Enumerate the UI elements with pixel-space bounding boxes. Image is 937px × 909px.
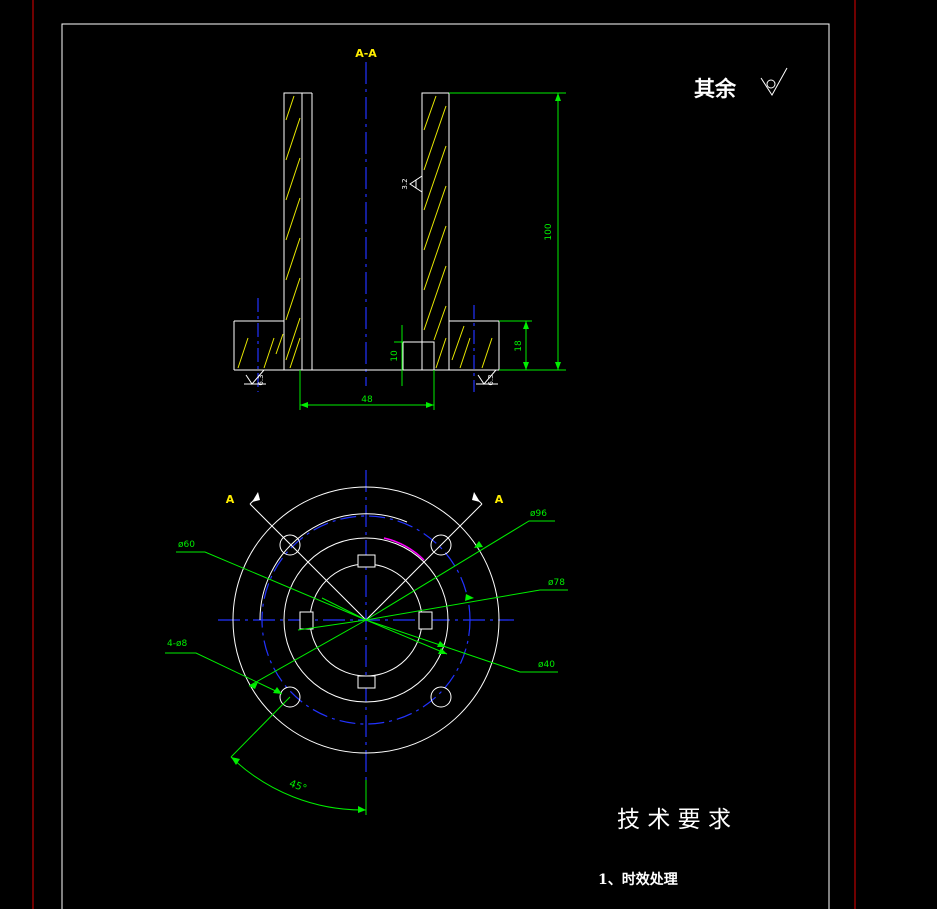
section-dimensions bbox=[299, 92, 566, 410]
roughness-value-flange-right: 6.3 bbox=[487, 374, 495, 385]
tech-req-title: 技 术 要 求 bbox=[617, 807, 731, 833]
dim-bore-width: 48 bbox=[361, 395, 373, 405]
highlight-arc bbox=[383, 537, 425, 561]
roughness-symbol-bore bbox=[409, 175, 423, 193]
plan-leaders bbox=[165, 520, 568, 815]
bolt-circle bbox=[261, 515, 471, 725]
bolt-hole-bl bbox=[279, 686, 301, 708]
dimension-arrows bbox=[300, 93, 561, 408]
section-view: A-A 100 18 10 48 3.2 6.3 6.3 bbox=[233, 47, 566, 410]
keyways bbox=[299, 554, 433, 689]
section-hatching bbox=[237, 95, 493, 369]
dim-dia-96: ø96 bbox=[530, 509, 547, 519]
tech-req-item-1: 1、时效处理 bbox=[598, 871, 678, 888]
roughness-note: 其余 bbox=[694, 67, 788, 101]
plan-leader-arrows bbox=[231, 541, 483, 813]
bolt-holes bbox=[279, 534, 452, 708]
section-outline bbox=[233, 92, 500, 380]
flange-step-arc bbox=[259, 513, 408, 621]
dim-dia-78: ø78 bbox=[548, 578, 565, 588]
roughness-others-label: 其余 bbox=[694, 76, 737, 101]
bolt-hole-tl bbox=[279, 534, 301, 556]
roughness-others-symbol bbox=[760, 67, 788, 96]
dim-dia-60: ø60 bbox=[178, 540, 195, 550]
roughness-value-flange-left: 6.3 bbox=[257, 374, 265, 385]
dim-dia-40: ø40 bbox=[538, 660, 555, 670]
bolt-hole-tr bbox=[430, 534, 452, 556]
outer-circle bbox=[232, 486, 500, 754]
section-cut-arrows bbox=[252, 492, 480, 502]
roughness-value-bore: 3.2 bbox=[401, 178, 409, 189]
hub-circle bbox=[283, 537, 449, 703]
dim-holes: 4-ø8 bbox=[167, 639, 187, 649]
section-label: A-A bbox=[355, 47, 377, 60]
roughness-symbol-flange-right bbox=[476, 369, 498, 385]
drawing-frame bbox=[61, 23, 830, 909]
roughness-symbol-flange-left bbox=[244, 369, 266, 385]
cut-mark-right: A bbox=[495, 493, 504, 506]
dim-key-depth: 10 bbox=[390, 350, 400, 362]
dim-flange-height: 18 bbox=[514, 340, 524, 352]
cut-mark-left: A bbox=[226, 493, 235, 506]
technical-requirements: 技 术 要 求 1、时效处理 bbox=[598, 807, 731, 888]
plan-view: A A ø9 bbox=[165, 470, 568, 815]
bolt-hole-br bbox=[430, 686, 452, 708]
dim-height-total: 100 bbox=[544, 223, 554, 240]
dim-angle: 45° bbox=[288, 778, 308, 794]
